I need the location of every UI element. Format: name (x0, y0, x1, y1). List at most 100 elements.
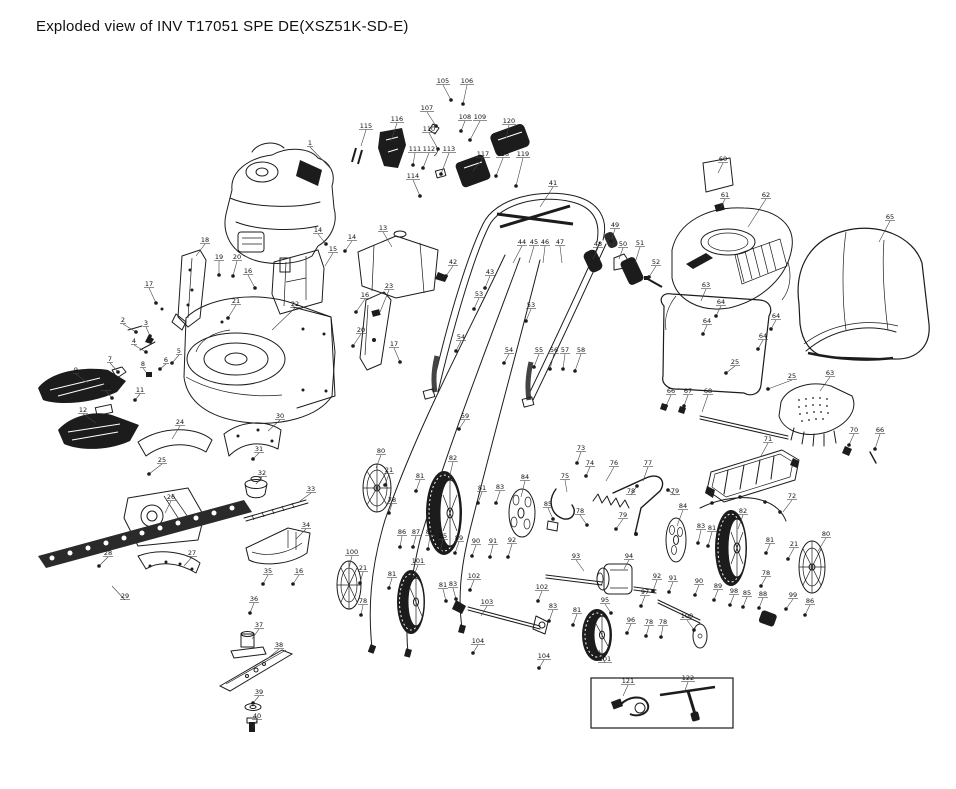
part-label-63: 63 (700, 281, 711, 302)
part-label-68: 68 (701, 387, 713, 413)
part-label-64: 64 (701, 317, 712, 336)
part-label-66: 66 (664, 387, 676, 408)
part-label-25: 25 (147, 456, 167, 476)
svg-text:92: 92 (653, 572, 661, 580)
part-rod-68 (660, 403, 877, 464)
svg-text:71: 71 (764, 435, 772, 443)
svg-text:81: 81 (766, 536, 774, 544)
part-bumper-71 (705, 449, 800, 503)
part-label-108: 108 (458, 113, 472, 133)
part-label-115: 115 (359, 122, 373, 147)
part-label-78: 78 (626, 484, 639, 496)
part-spring-76 (592, 493, 630, 509)
svg-text:81: 81 (416, 472, 424, 480)
svg-text:80: 80 (377, 447, 385, 455)
part-label-15: 15 (324, 245, 338, 267)
svg-text:78: 78 (359, 597, 367, 605)
part-label-101: 101 (598, 649, 612, 664)
svg-text:120: 120 (503, 117, 515, 125)
svg-text:97: 97 (641, 588, 649, 596)
svg-text:53: 53 (475, 290, 483, 298)
svg-text:56: 56 (550, 346, 558, 354)
part-label-52: 52 (647, 258, 661, 279)
svg-text:11: 11 (136, 386, 144, 394)
svg-text:45: 45 (530, 238, 538, 246)
svg-text:86: 86 (398, 528, 406, 536)
svg-text:51: 51 (636, 239, 644, 247)
svg-text:85: 85 (544, 500, 552, 508)
svg-text:66: 66 (667, 387, 675, 395)
svg-text:31: 31 (255, 445, 263, 453)
svg-text:79: 79 (619, 511, 627, 519)
svg-text:87: 87 (412, 528, 420, 536)
part-label-47: 47 (555, 238, 565, 264)
svg-text:81: 81 (478, 484, 486, 492)
part-label-97: 97 (639, 588, 650, 608)
part-label-86: 86 (803, 597, 815, 617)
part-label-48: 48 (592, 240, 603, 260)
part-label-16: 16 (243, 267, 257, 290)
part-label-90: 90 (470, 537, 481, 558)
svg-text:32: 32 (258, 469, 266, 477)
svg-text:55: 55 (535, 346, 543, 354)
part-label-20: 20 (351, 326, 366, 348)
part-label-85: 85 (438, 532, 448, 553)
part-toothed-bar-29 (38, 500, 252, 568)
part-electric-cluster (351, 123, 530, 188)
part-hub-84-rear (665, 517, 687, 563)
svg-text:22: 22 (291, 300, 299, 308)
svg-text:83: 83 (549, 602, 557, 610)
part-label-94: 94 (623, 552, 634, 570)
svg-text:52: 52 (652, 258, 660, 266)
svg-text:9: 9 (74, 366, 78, 374)
part-label-98: 98 (728, 587, 739, 607)
part-label-116: 116 (390, 115, 404, 142)
part-bracket-23 (359, 291, 392, 371)
svg-text:109: 109 (474, 113, 486, 121)
part-label-28: 28 (97, 549, 113, 568)
svg-text:25: 25 (731, 358, 739, 366)
part-label-33: 33 (299, 485, 316, 502)
svg-text:83: 83 (449, 580, 457, 588)
part-label-53: 53 (524, 301, 536, 323)
part-label-50: 50 (618, 240, 628, 260)
part-tire-101-left (397, 570, 425, 634)
part-label-106: 106 (460, 77, 474, 106)
part-label-14: 14 (313, 226, 328, 246)
svg-text:61: 61 (721, 191, 729, 199)
svg-text:84: 84 (521, 473, 529, 481)
part-label-85: 85 (741, 589, 752, 609)
part-label-78: 78 (575, 507, 589, 527)
svg-text:7: 7 (108, 355, 112, 363)
part-wheel-cap-80-front (362, 463, 392, 513)
part-rod-33 (243, 499, 309, 522)
part-arm-75 (546, 488, 575, 532)
part-label-119: 119 (514, 150, 530, 188)
part-label-29: 29 (111, 585, 130, 601)
part-label-13: 13 (378, 224, 393, 248)
part-label-78: 78 (358, 597, 368, 617)
part-label-83: 83 (448, 580, 458, 601)
svg-text:78: 78 (627, 487, 635, 495)
part-label-93: 93 (571, 552, 585, 572)
part-label-38: 38 (266, 641, 284, 660)
svg-text:84: 84 (679, 502, 687, 510)
svg-text:95: 95 (601, 596, 609, 604)
svg-text:63: 63 (702, 281, 710, 289)
svg-text:101: 101 (412, 557, 424, 565)
svg-text:1: 1 (308, 139, 312, 147)
part-label-80: 80 (375, 447, 386, 469)
svg-text:42: 42 (449, 258, 457, 266)
part-label-37: 37 (251, 621, 264, 640)
part-label-96: 96 (625, 616, 636, 635)
part-label-77: 77 (642, 459, 653, 482)
svg-text:8: 8 (141, 360, 145, 368)
svg-text:20: 20 (233, 253, 241, 261)
part-label-109: 109 (468, 113, 487, 142)
part-label-2: 2 (120, 316, 138, 334)
svg-text:3: 3 (144, 319, 148, 327)
part-label-117: 117 (472, 150, 490, 172)
part-label-36: 36 (248, 595, 259, 615)
part-label-22: 22 (271, 300, 300, 331)
